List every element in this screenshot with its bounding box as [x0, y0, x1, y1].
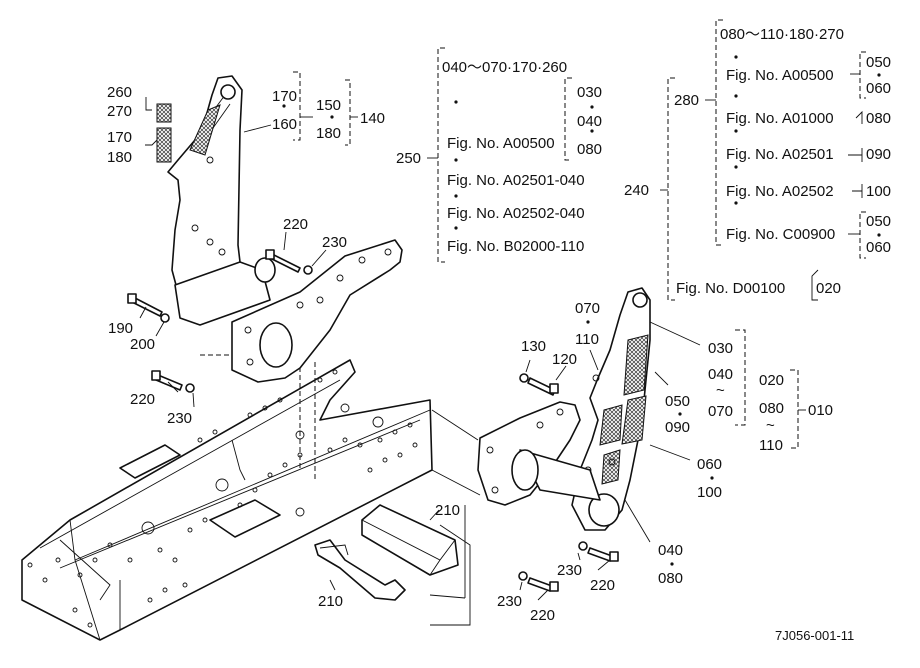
- drawing-code: 7J056-001-11: [775, 628, 854, 643]
- group-280-opt-060: 060: [866, 80, 891, 97]
- callout-260: 260: [107, 84, 132, 101]
- callout-130: 130: [521, 338, 546, 355]
- group-250-list: 040～070·170·260 Fig. No. A00500 030 040 …: [442, 59, 602, 255]
- tilde-1: ~: [716, 382, 725, 399]
- callout-220-d: 220: [530, 607, 555, 624]
- callout-150: 150: [316, 97, 341, 114]
- group-250-bracket: [427, 47, 572, 263]
- callout-230-c: 230: [557, 562, 582, 579]
- group-250-opt-030: 030: [577, 84, 602, 101]
- separator-dots: [282, 55, 881, 566]
- group-250-fig-b02000: Fig. No. B02000-110: [447, 238, 584, 255]
- callout-030: 030: [708, 340, 733, 357]
- callout-220-b: 220: [130, 391, 155, 408]
- callout-190: 190: [108, 320, 133, 337]
- callout-240: 240: [624, 182, 649, 199]
- group-250-opt-040: 040: [577, 113, 602, 130]
- group-240-opt-020: 020: [816, 280, 841, 297]
- callout-160: 160: [272, 116, 297, 133]
- callout-230-a: 230: [322, 234, 347, 251]
- group-280-opt-080: 080: [866, 110, 891, 127]
- group-280-opt-060-b: 060: [866, 239, 891, 256]
- callout-010: 010: [808, 402, 833, 419]
- callout-050: 050: [665, 393, 690, 410]
- group-280-fig-a01000: Fig. No. A01000: [726, 110, 834, 127]
- callout-070: 070: [575, 300, 600, 317]
- callout-080: 080: [759, 400, 784, 417]
- left-bracket-plate: [167, 75, 276, 326]
- washer-230-right-upper: [578, 541, 588, 551]
- step-210-upper: [361, 504, 459, 576]
- group-280-opt-090: 090: [866, 146, 891, 163]
- group-280-fig-a02502: Fig. No. A02502: [726, 183, 834, 200]
- bolt-190: [127, 293, 163, 317]
- group-250-opt-080: 080: [577, 141, 602, 158]
- callout-110-b: 110: [759, 437, 783, 454]
- group-280-opt-100: 100: [866, 183, 891, 200]
- group-280-fig-a00500: Fig. No. A00500: [726, 67, 834, 84]
- callout-230-b: 230: [167, 410, 192, 427]
- tilde-2: ~: [766, 417, 775, 434]
- group-280-fig-a02501: Fig. No. A02501: [726, 146, 834, 163]
- group-280-fig-c00900: Fig. No. C00900: [726, 226, 835, 243]
- callout-180: 180: [107, 149, 132, 166]
- step-210-lower: [314, 539, 406, 601]
- leader-lines: [139, 71, 806, 601]
- callout-070-b: 070: [708, 403, 733, 420]
- bolt-220-lower: [151, 370, 183, 391]
- callout-250: 250: [396, 150, 421, 167]
- bolt-120: [527, 377, 559, 396]
- washer-200: [160, 313, 170, 323]
- group-240-fig-d00100: Fig. No. D00100: [676, 280, 785, 297]
- group-280-range: 080～110·180·270: [720, 26, 844, 43]
- callout-270: 270: [107, 103, 132, 120]
- callout-040-b: 040: [658, 542, 683, 559]
- group-280-opt-050: 050: [866, 54, 891, 71]
- callout-100: 100: [697, 484, 722, 501]
- callout-210-a: 210: [435, 502, 460, 519]
- callout-labels: 260 270 170 180 170 160 150 180 140 220 …: [107, 84, 833, 624]
- bolt-220-right-upper: [587, 547, 619, 562]
- callout-220-a: 220: [283, 216, 308, 233]
- group-250-fig-a02502: Fig. No. A02502-040: [447, 205, 585, 222]
- callout-140: 140: [360, 110, 385, 127]
- right-mounting-plate: [477, 401, 601, 506]
- callout-040: 040: [708, 366, 733, 383]
- washer-130: [519, 373, 529, 383]
- group-280-list: 080～110·180·270 Fig. No. A00500 050 060 …: [720, 26, 891, 256]
- callout-200: 200: [130, 336, 155, 353]
- washer-230-upper: [303, 265, 313, 275]
- bolt-220-upper: [265, 249, 301, 273]
- bolt-220-right-lower: [527, 577, 559, 592]
- callout-080-b: 080: [658, 570, 683, 587]
- group-280-bracket: [660, 19, 866, 301]
- group-250-fig-a00500: Fig. No. A00500: [447, 135, 555, 152]
- group-280-opt-050-b: 050: [866, 213, 891, 230]
- callout-110: 110: [575, 331, 599, 348]
- callout-230-d: 230: [497, 593, 522, 610]
- left-step-plate-lower: [156, 127, 172, 163]
- callout-020: 020: [759, 372, 784, 389]
- callout-210-b: 210: [318, 593, 343, 610]
- callout-090: 090: [665, 419, 690, 436]
- washer-230-lower: [185, 383, 195, 393]
- group-250-fig-a02501: Fig. No. A02501-040: [447, 172, 585, 189]
- callout-120: 120: [552, 351, 577, 368]
- group-240-list: Fig. No. D00100 020: [676, 280, 841, 297]
- callout-060: 060: [697, 456, 722, 473]
- callout-170-b: 170: [272, 88, 297, 105]
- frame-rail-assembly: [21, 354, 433, 641]
- callout-280: 280: [674, 92, 699, 109]
- right-bracket-plate: [571, 287, 651, 531]
- left-step-plate-upper: [156, 103, 172, 123]
- left-mounting-plate: [231, 239, 403, 383]
- callout-220-c: 220: [590, 577, 615, 594]
- washer-230-right-lower: [518, 571, 528, 581]
- group-250-range: 040～070·170·260: [442, 59, 567, 76]
- callout-170: 170: [107, 129, 132, 146]
- callout-180-b: 180: [316, 125, 341, 142]
